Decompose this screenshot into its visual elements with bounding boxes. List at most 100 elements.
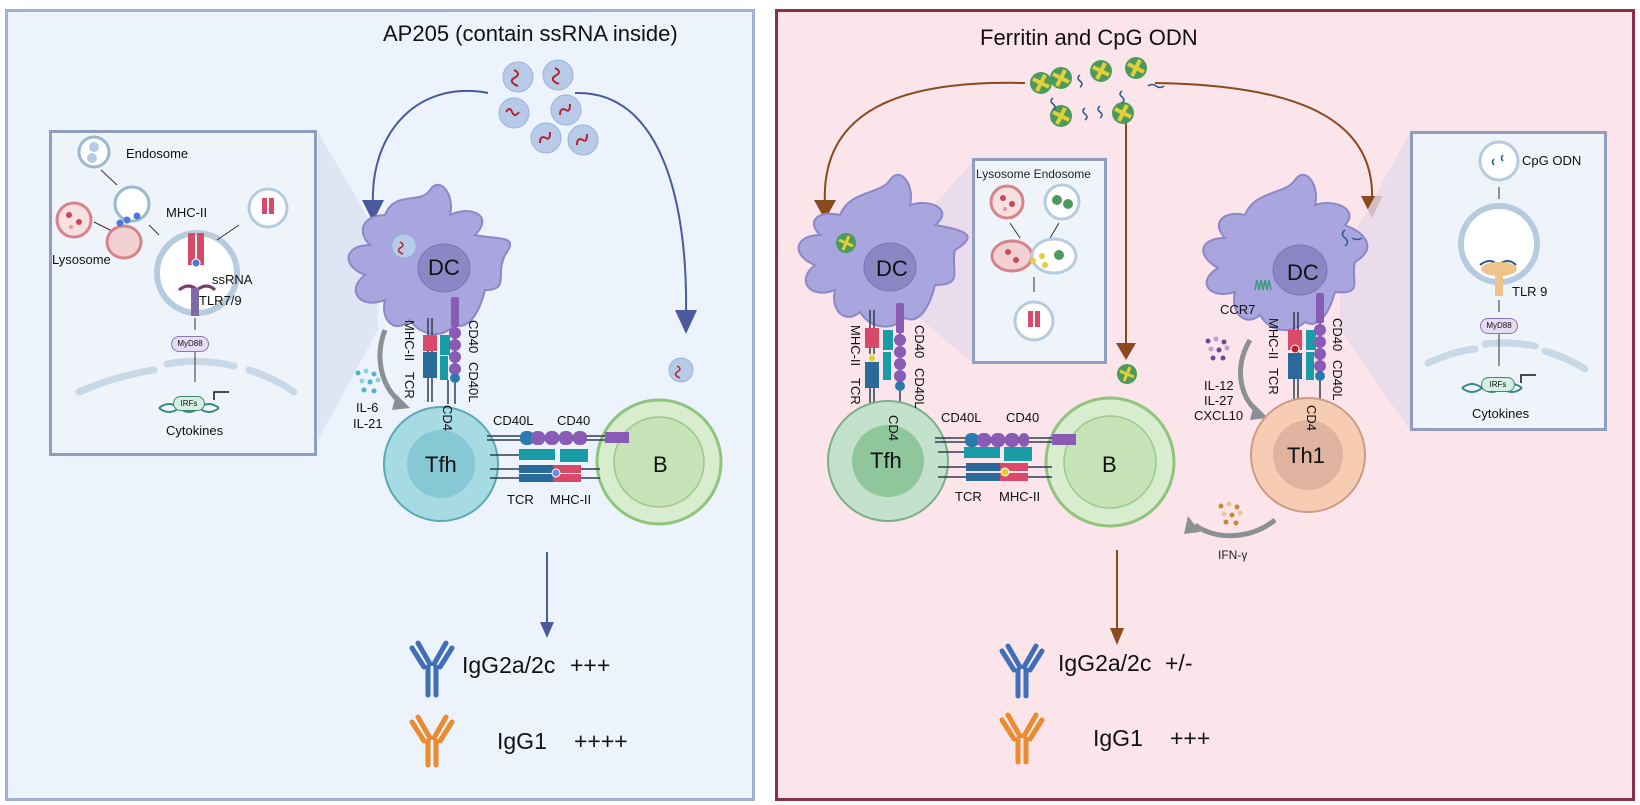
ifn-dots <box>1218 501 1243 526</box>
synapse-dc-tfh-right <box>865 303 906 415</box>
label-il12: IL-12 <box>1204 378 1234 393</box>
label-lysosome-endosome: Lysosome Endosome <box>976 167 1091 181</box>
label-tcr-dc: TCR <box>402 372 417 399</box>
label-tlr79: TLR7/9 <box>199 293 242 308</box>
il12-dots <box>1205 336 1230 361</box>
label-cd40-dc1: CD40 <box>912 325 927 359</box>
antibody-icon-igg1-left <box>409 714 455 768</box>
ap205-particles <box>498 59 599 156</box>
label-lysosome: Lysosome <box>52 252 111 267</box>
il6-dots <box>355 368 381 394</box>
label-mhc2-b-right: MHC-II <box>999 489 1041 504</box>
dc-label-right-2: DC <box>1287 260 1319 285</box>
arrow-to-dc1 <box>823 81 1026 206</box>
irfs-badge: IRFs <box>173 396 205 411</box>
panel-title-ap205: AP205 (contain ssRNA inside) <box>383 21 678 46</box>
b-cell-right <box>1044 364 1176 528</box>
label-cd40-dc: CD40 <box>466 320 481 354</box>
label-ifn-gamma: IFN-γ <box>1218 548 1248 562</box>
arrow-head-dc <box>362 200 384 222</box>
th1-cell <box>1250 397 1366 513</box>
label-cytokines-inset: Cytokines <box>166 423 224 438</box>
label-cd40l-b-right: CD40L <box>941 410 982 425</box>
tfh-label-left: Tfh <box>425 452 457 477</box>
label-tcr-b-right: TCR <box>955 489 982 504</box>
label-tlr9: TLR 9 <box>1512 284 1548 299</box>
label-cd40-b: CD40 <box>557 413 591 428</box>
tfh-cell-left <box>383 406 499 522</box>
label-tcr-dc1: TCR <box>848 378 863 405</box>
label-tcr-b: TCR <box>507 492 534 507</box>
label-cd40l-dc2: CD40L <box>1330 360 1345 401</box>
arrow-to-dc <box>371 90 489 206</box>
label-endosome: Endosome <box>126 146 189 161</box>
synapse-tfh-b-right <box>935 433 1076 481</box>
dc-cell-right-1 <box>797 173 969 328</box>
myd88-badge-right: MyD88 <box>1480 318 1518 334</box>
label-mhc2-inset: MHC-II <box>166 205 208 220</box>
b-label-left: B <box>653 452 668 477</box>
label-cytokines-right: Cytokines <box>1472 406 1530 421</box>
antibody-icon-igg2a-left <box>409 640 455 698</box>
label-cd40-dc2: CD40 <box>1330 318 1345 352</box>
arrow-to-b <box>574 91 688 316</box>
ferritin-particles <box>1030 57 1147 127</box>
dc-cell-left <box>347 183 512 335</box>
b-label-right: B <box>1102 452 1117 477</box>
tfh-cell-right <box>827 400 949 522</box>
antibody-icon-igg1-right <box>999 712 1045 765</box>
synapse-dc-tfh-left <box>423 297 461 404</box>
dc-label-left: DC <box>428 255 460 280</box>
cytokine-arrow <box>377 329 402 404</box>
panel-title-ferritin: Ferritin and CpG ODN <box>980 25 1198 50</box>
label-tcr-dc2: TCR <box>1266 368 1281 395</box>
label-mhc2-dc2: MHC-II <box>1266 318 1281 360</box>
label-mhc2-b: MHC-II <box>550 492 592 507</box>
tfh-label-right: Tfh <box>870 448 902 473</box>
antibody-igg1-left-level: ++++ <box>574 728 628 754</box>
antibody-igg1-right-name: IgG1 <box>1093 725 1143 751</box>
arrow-to-dc2 <box>1154 82 1374 201</box>
antibody-igg2a-right-name: IgG2a/2c <box>1058 650 1152 676</box>
b-cell-left <box>595 357 723 526</box>
label-il21: IL-21 <box>353 416 383 431</box>
zoom-wedge-dc2 <box>1340 132 1410 430</box>
inset-ap205-graphics <box>55 135 298 413</box>
myd88-badge: MyD88 <box>171 336 209 352</box>
label-il6: IL-6 <box>356 400 379 415</box>
label-mhc2-dc1: MHC-II <box>848 325 863 367</box>
dc-label-right-1: DC <box>876 256 908 281</box>
ccr7-receptor <box>1254 279 1272 291</box>
antibody-igg1-left-name: IgG1 <box>497 728 547 754</box>
th1-label: Th1 <box>1287 443 1325 468</box>
label-cd40l-dc1: CD40L <box>912 368 927 409</box>
antibody-igg2a-right-level: +/- <box>1165 650 1193 676</box>
zoom-wedge <box>318 132 378 440</box>
label-cd40-b-right: CD40 <box>1006 410 1040 425</box>
label-ccr7: CCR7 <box>1220 302 1256 317</box>
arrow-head-b <box>675 310 697 334</box>
label-cd40l-b: CD40L <box>493 413 534 428</box>
synapse-tfh-b-left <box>487 431 629 482</box>
cpg-strands <box>1050 74 1165 121</box>
label-il27: IL-27 <box>1204 393 1234 408</box>
label-ssrna: ssRNA <box>212 272 253 287</box>
antibody-igg1-right-level: +++ <box>1170 725 1211 751</box>
irfs-badge-right: IRFs <box>1481 377 1515 392</box>
antibody-icon-igg2a-right <box>999 643 1045 699</box>
label-cd4-dc: CD4 <box>440 405 455 432</box>
antibody-igg2a-left-level: +++ <box>570 652 611 678</box>
label-cd4-dc1: CD4 <box>886 415 901 442</box>
label-cpg-odn: CpG ODN <box>1522 153 1582 168</box>
label-mhc2-dc: MHC-II <box>402 320 417 362</box>
ifn-arrow <box>1193 518 1277 539</box>
label-cd40l-dc: CD40L <box>466 362 481 403</box>
dc-cell-right-2 <box>1202 173 1369 331</box>
label-cd4-dc2: CD4 <box>1304 405 1319 432</box>
inset-lysosome-endosome-graphics <box>989 183 1081 342</box>
antibody-igg2a-left-name: IgG2a/2c <box>462 652 556 678</box>
ap205-diagram-graphics <box>318 59 723 768</box>
synapse-dc2-th1 <box>1288 293 1326 410</box>
label-cxcl10: CXCL10 <box>1194 408 1244 423</box>
